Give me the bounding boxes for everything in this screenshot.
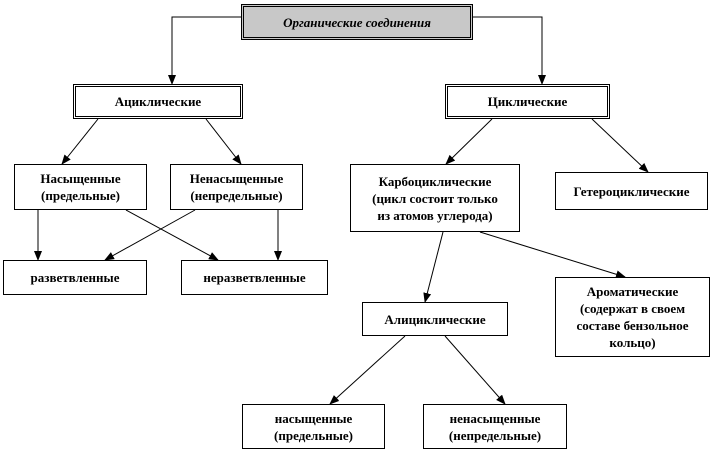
node-branched: разветвленные (3, 260, 147, 295)
edge-acyclic-to-saturated (61, 118, 99, 165)
edge-unsaturated-to-branched (104, 209, 196, 261)
node-aromatic: Ароматические (содержат в своем составе … (555, 277, 710, 357)
edge-acyclic-to-unsaturated (205, 118, 242, 165)
node-carbocyclic: Карбоциклические (цикл состоит только из… (350, 164, 520, 232)
edge-cyclic-to-heterocyclic (591, 118, 649, 173)
node-unsaturated: Ненасыщенные (непредельные) (170, 164, 303, 210)
node-unbranched: неразветвленные (181, 260, 328, 295)
node-alicyclic: Алициклические (362, 302, 508, 336)
node-saturated: Насыщенные (предельные) (14, 164, 147, 210)
edge-root-to-acyclic (168, 16, 241, 85)
node-alicyclic-unsaturated: ненасыщенные (непредельные) (423, 404, 567, 449)
edge-carbocyclic-to-alicyclic (423, 231, 444, 303)
edge-alicyclic-to-alicyclic-saturated (329, 335, 406, 405)
edge-saturated-to-unbranched (125, 209, 219, 261)
edge-cyclic-to-carbocyclic (445, 118, 493, 165)
node-acyclic: Ациклические (73, 84, 243, 119)
node-heterocyclic: Гетероциклические (555, 172, 708, 210)
node-organic-compounds: Органические соединения (241, 4, 473, 40)
edge-alicyclic-to-alicyclic-unsaturated (444, 335, 506, 405)
edge-carbocyclic-to-aromatic (479, 231, 626, 279)
node-cyclic: Циклические (445, 84, 610, 119)
edge-root-to-cyclic (473, 16, 546, 85)
node-alicyclic-saturated: насыщенные (предельные) (242, 404, 385, 449)
